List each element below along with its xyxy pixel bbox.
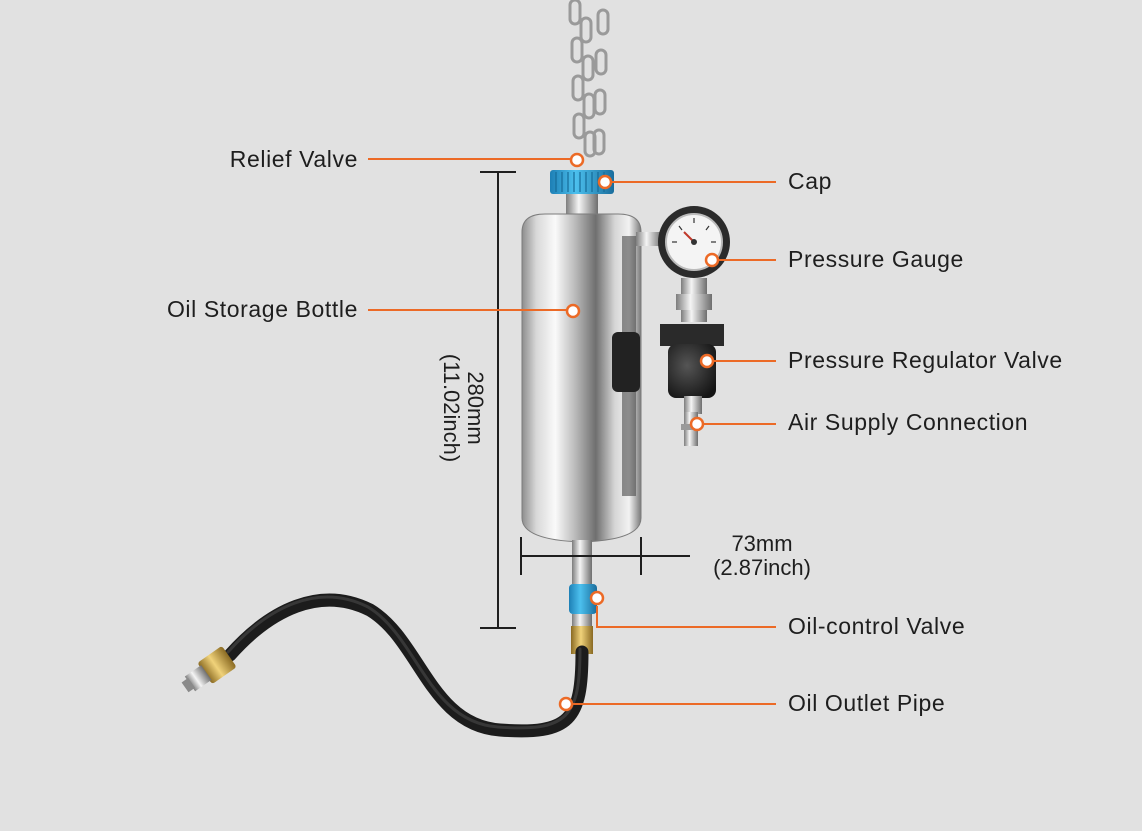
label-air-supply-connection: Air Supply Connection bbox=[788, 409, 1029, 435]
callout-dots bbox=[558, 152, 720, 712]
height-mm: 280mm bbox=[463, 371, 488, 445]
oil-storage-bottle bbox=[521, 213, 642, 543]
callout-dot-pressure-gauge bbox=[704, 252, 720, 268]
callout-dot-oil-control-valve bbox=[589, 590, 605, 606]
height-dimension-line bbox=[480, 171, 516, 629]
width-mm: 73mm bbox=[731, 531, 793, 556]
oil-control-valve bbox=[569, 540, 597, 654]
label-oil-outlet-pipe: Oil Outlet Pipe bbox=[788, 690, 946, 716]
width-inch: (2.87inch) bbox=[713, 555, 811, 580]
hanging-chain bbox=[568, 0, 610, 158]
leader-oil-control-valve bbox=[596, 606, 776, 628]
label-oil-control-valve: Oil-control Valve bbox=[788, 613, 966, 639]
callout-dot-pressure-regulator-valve bbox=[699, 353, 715, 369]
label-oil-storage-bottle: Oil Storage Bottle bbox=[166, 296, 358, 322]
callout-dot-oil-storage-bottle bbox=[565, 303, 581, 319]
leader-lines bbox=[368, 158, 776, 705]
height-dimension-label: 280mm (11.02inch) bbox=[437, 328, 488, 488]
label-relief-valve: Relief Valve bbox=[229, 146, 358, 172]
oil-outlet-pipe bbox=[181, 593, 589, 738]
height-inch: (11.02inch) bbox=[439, 353, 464, 463]
width-dimension-label: 73mm (2.87inch) bbox=[692, 532, 832, 580]
cap-knob bbox=[550, 170, 614, 216]
callout-dot-oil-outlet-pipe bbox=[558, 696, 574, 712]
label-pressure-gauge: Pressure Gauge bbox=[788, 246, 964, 272]
callout-dot-air-supply-connection bbox=[689, 416, 705, 432]
label-cap: Cap bbox=[788, 168, 832, 194]
callout-dot-cap bbox=[597, 174, 613, 190]
callout-dot-relief-valve bbox=[569, 152, 585, 168]
width-dimension-line bbox=[520, 537, 690, 575]
pressure-regulator-valve bbox=[660, 324, 724, 414]
label-pressure-regulator-valve: Pressure Regulator Valve bbox=[788, 347, 1063, 373]
